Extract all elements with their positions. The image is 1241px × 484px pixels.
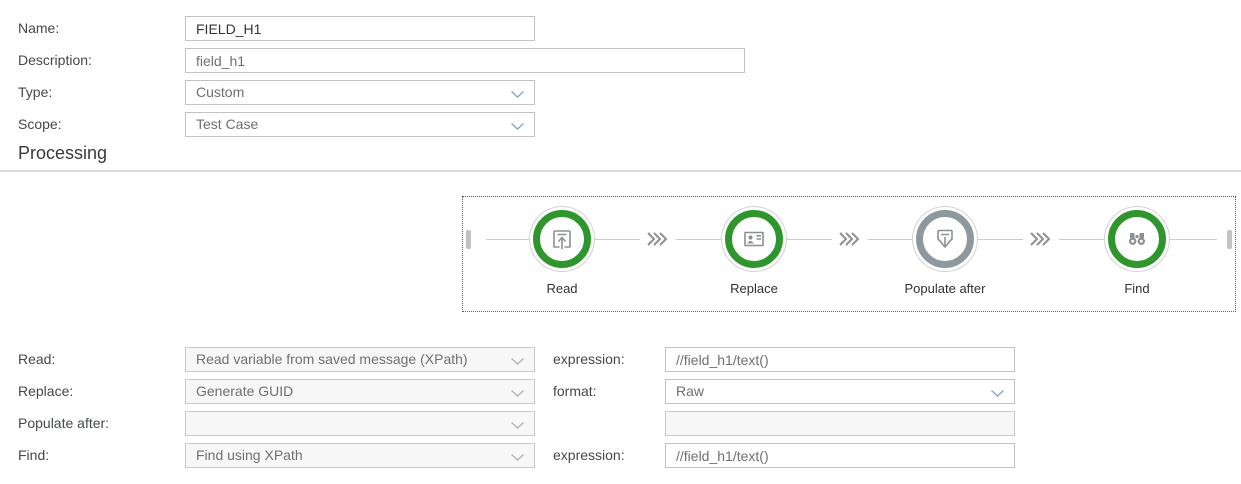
workflow-step-replace[interactable]: Replace	[679, 210, 829, 296]
name-input[interactable]	[185, 16, 535, 41]
workflow-step-find[interactable]: Find	[1062, 210, 1212, 296]
find-expression-input[interactable]	[665, 443, 1015, 468]
name-label: Name:	[18, 20, 60, 36]
description-label: Description:	[18, 52, 92, 68]
replace-row-label: Replace:	[18, 383, 74, 399]
workflow-arrow-icon	[640, 230, 676, 248]
populate-download-icon	[937, 229, 953, 248]
replace-format-label: format:	[553, 383, 597, 399]
populate-after-method-select[interactable]	[185, 411, 535, 436]
replace-step-label: Replace	[730, 281, 778, 296]
read-row-label: Read:	[18, 351, 56, 367]
find-step-label: Find	[1124, 281, 1150, 296]
replace-format-select[interactable]: Raw	[665, 379, 1015, 404]
read-method-select[interactable]: Read variable from saved message (XPath)	[185, 347, 535, 372]
scope-label: Scope:	[18, 116, 62, 132]
scope-select[interactable]: Test Case	[185, 112, 535, 137]
type-select-value: Custom	[196, 84, 245, 100]
chevron-down-icon	[511, 389, 524, 397]
workflow-step-read[interactable]: Read	[487, 210, 637, 296]
workflow-arrow-icon	[832, 230, 868, 248]
chevron-down-icon	[991, 389, 1004, 397]
section-divider	[0, 170, 1241, 172]
replace-method-select[interactable]: Generate GUID	[185, 379, 535, 404]
read-expression-input[interactable]	[665, 347, 1015, 372]
read-upload-icon	[553, 230, 571, 249]
type-select[interactable]: Custom	[185, 80, 535, 105]
description-input[interactable]	[185, 48, 745, 73]
find-row-label: Find:	[18, 447, 50, 463]
populate-after-step-label: Populate after	[904, 281, 986, 296]
carousel-right-handle[interactable]	[1227, 230, 1232, 249]
workflow-step-populate-after[interactable]: Populate after	[870, 210, 1020, 296]
read-method-value: Read variable from saved message (XPath)	[196, 351, 468, 367]
chevron-down-icon	[511, 357, 524, 365]
workflow-arrow-icon	[1023, 230, 1059, 248]
read-expression-label: expression:	[553, 351, 625, 367]
read-step-circle[interactable]	[533, 210, 591, 268]
processing-workflow-panel: Read Replace Populate after	[462, 196, 1236, 312]
type-label: Type:	[18, 84, 53, 100]
populate-after-step-circle[interactable]	[916, 210, 974, 268]
chevron-down-icon	[511, 122, 524, 130]
carousel-left-handle[interactable]	[466, 230, 471, 249]
chevron-down-icon	[511, 421, 524, 429]
populate-after-row-label: Populate after:	[18, 415, 110, 431]
find-method-select[interactable]: Find using XPath	[185, 443, 535, 468]
replace-format-value: Raw	[676, 383, 705, 399]
processing-section-title: Processing	[18, 143, 108, 163]
replace-method-value: Generate GUID	[196, 383, 294, 399]
find-step-circle[interactable]	[1108, 210, 1166, 268]
find-expression-label: expression:	[553, 447, 625, 463]
read-step-label: Read	[546, 281, 578, 296]
scope-select-value: Test Case	[196, 116, 259, 132]
find-method-value: Find using XPath	[196, 447, 303, 463]
binoculars-icon	[1129, 233, 1145, 245]
replace-step-circle[interactable]	[725, 210, 783, 268]
chevron-down-icon	[511, 453, 524, 461]
chevron-down-icon	[511, 90, 524, 98]
contact-card-icon	[744, 231, 764, 247]
populate-after-param-input[interactable]	[665, 411, 1015, 436]
